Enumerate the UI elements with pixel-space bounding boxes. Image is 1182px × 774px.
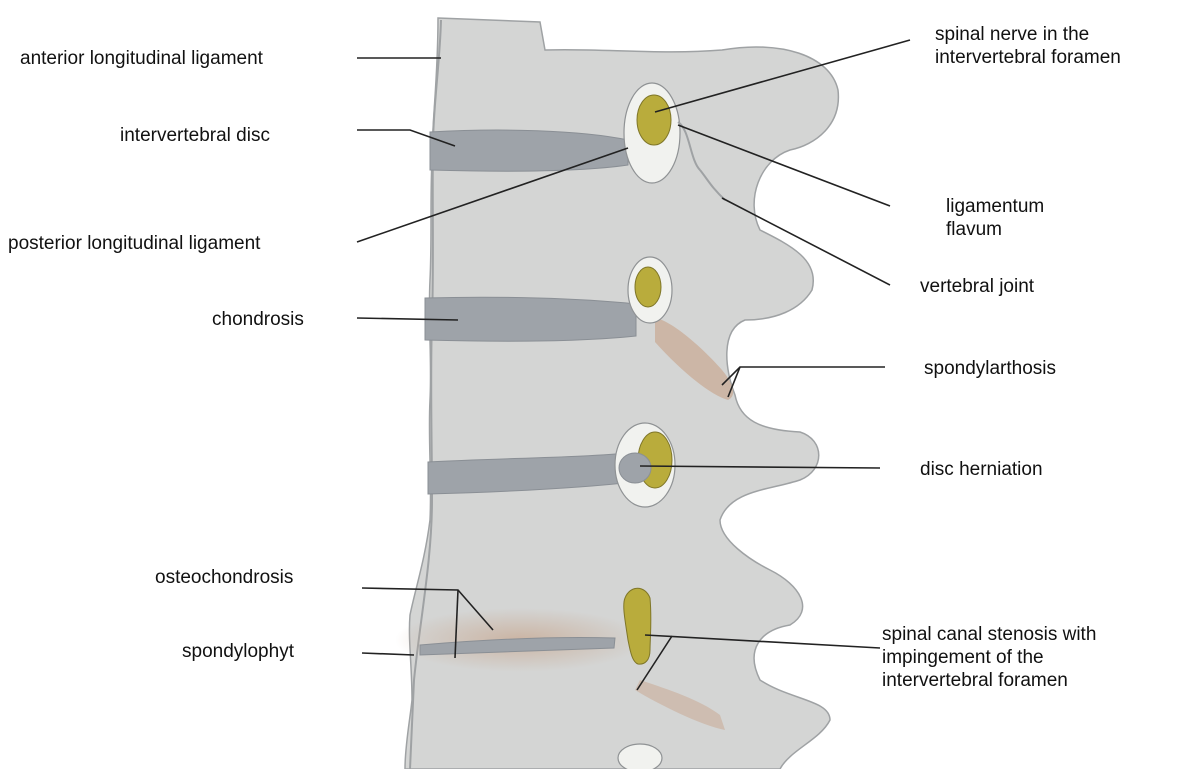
label-spondylophyt: spondylophyt [182,640,294,663]
label-osteochondrosis: osteochondrosis [155,566,293,589]
spinal-nerve-1 [637,95,671,145]
label-anterior-longitudinal-ligament: anterior longitudinal ligament [20,47,263,70]
label-spondylarthosis: spondylarthosis [924,357,1056,380]
label-vertebral-joint: vertebral joint [920,275,1034,298]
label-ligamentum-flavum: ligamentum flavum [946,195,1044,241]
label-spinal-nerve-line-1: spinal nerve in the [935,23,1121,46]
spinal-nerve-2 [635,267,661,307]
label-stenosis: spinal canal stenosis with impingement o… [882,623,1096,692]
label-intervertebral-disc: intervertebral disc [120,124,270,147]
label-ligamentum-flavum-line-2: flavum [946,218,1044,241]
intervertebral-disc-1 [430,130,628,171]
label-disc-herniation: disc herniation [920,458,1043,481]
label-ligamentum-flavum-line-1: ligamentum [946,195,1044,218]
label-stenosis-line-1: spinal canal stenosis with [882,623,1096,646]
label-posterior-longitudinal-ligament: posterior longitudinal ligament [8,232,260,255]
lower-canal [618,744,662,769]
label-stenosis-line-3: intervertebral foramen [882,669,1096,692]
label-spinal-nerve-line-2: intervertebral foramen [935,46,1121,69]
label-chondrosis: chondrosis [212,308,304,331]
disc-herniation-bulge [619,453,651,483]
label-spinal-nerve: spinal nerve in the intervertebral foram… [935,23,1121,69]
label-stenosis-line-2: impingement of the [882,646,1096,669]
